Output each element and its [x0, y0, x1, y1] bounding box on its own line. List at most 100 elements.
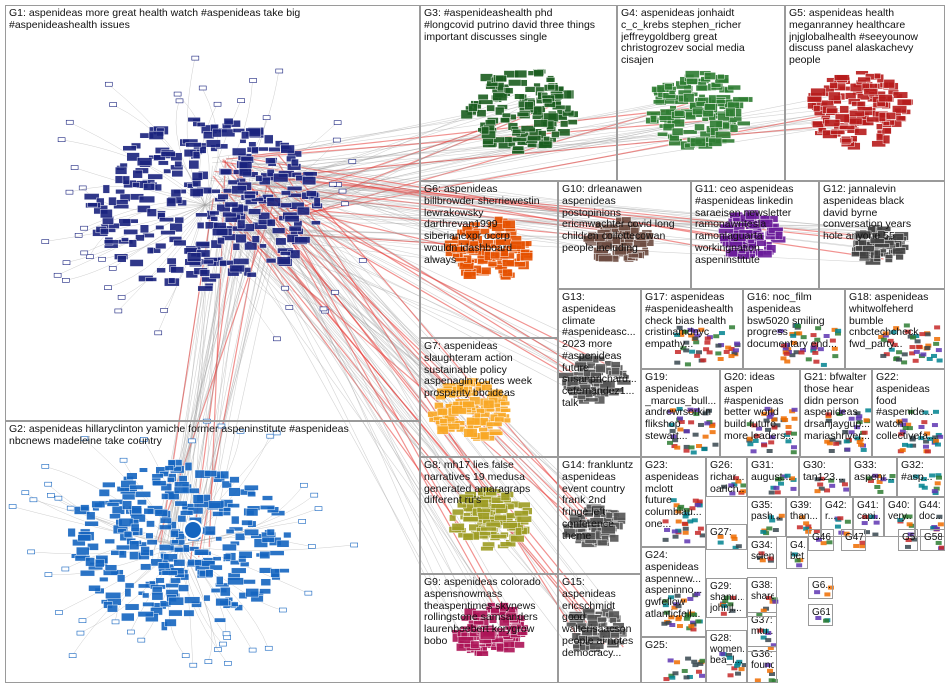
node-marker	[115, 199, 129, 205]
node-marker	[265, 257, 277, 264]
node-marker	[104, 285, 112, 290]
node-marker	[103, 239, 119, 245]
node-marker	[196, 122, 206, 127]
node-marker	[266, 528, 275, 536]
node-marker	[216, 576, 224, 586]
node-marker	[215, 598, 229, 607]
node-marker	[121, 500, 133, 510]
edge-line	[281, 202, 467, 423]
node-marker	[86, 511, 96, 521]
node-marker	[84, 520, 99, 527]
edge-curve	[204, 204, 335, 293]
group-label: G24: aspenideas aspennew... aspeninno...…	[645, 550, 703, 620]
node-marker	[121, 612, 135, 622]
group-label: G19: aspenideas _marcus_bull... andrewrs…	[645, 372, 717, 442]
edge-line	[180, 233, 226, 547]
node-marker	[246, 272, 257, 278]
group-label: G34: scien...	[751, 540, 774, 563]
group-panel-g20: G20: ideas aspen #aspenideas better worl…	[720, 369, 800, 457]
node-marker	[155, 577, 165, 584]
node-marker	[490, 251, 501, 260]
node-marker	[151, 473, 164, 479]
edge-curve	[107, 204, 206, 288]
node-marker	[235, 233, 247, 244]
group-label: G20: ideas aspen #aspenideas better worl…	[724, 372, 795, 442]
node-marker	[120, 480, 137, 488]
node-marker	[486, 233, 497, 239]
edge-line	[276, 89, 862, 206]
node-marker	[145, 532, 154, 539]
node-marker	[683, 93, 695, 103]
node-marker	[221, 480, 232, 489]
edge-line	[265, 108, 851, 214]
node-marker	[244, 528, 259, 536]
node-marker	[138, 195, 156, 204]
edge-line	[278, 182, 731, 218]
node-marker	[305, 190, 317, 197]
group-label: G47:	[845, 532, 863, 543]
node-marker	[229, 264, 245, 273]
edge-line	[259, 217, 650, 226]
node-marker	[21, 490, 30, 496]
node-marker	[219, 259, 228, 267]
node-marker	[229, 560, 240, 566]
node-marker	[694, 123, 705, 131]
node-marker	[310, 220, 321, 226]
node-marker	[239, 139, 247, 144]
node-marker	[159, 524, 172, 530]
node-marker	[220, 470, 230, 480]
node-marker	[662, 123, 675, 131]
node-marker	[255, 175, 263, 182]
node-marker	[502, 268, 513, 278]
node-marker	[245, 588, 260, 598]
node-marker	[163, 553, 178, 563]
node-marker	[55, 610, 63, 615]
node-marker	[244, 193, 256, 199]
edge-line	[261, 232, 608, 515]
group-label: G32: #asp...	[901, 460, 933, 483]
node-marker	[127, 629, 135, 635]
node-marker	[122, 175, 130, 185]
node-marker	[167, 476, 175, 483]
node-marker	[47, 492, 55, 498]
node-marker	[241, 131, 250, 140]
node-marker	[77, 534, 92, 542]
node-marker	[106, 502, 120, 507]
node-marker	[281, 285, 289, 291]
node-marker	[215, 536, 223, 542]
edge-line	[272, 171, 597, 516]
node-marker	[465, 229, 480, 240]
node-marker	[500, 247, 509, 257]
node-marker	[78, 618, 87, 623]
node-marker	[222, 211, 237, 218]
group-panel-g13: G13: aspenideas climate #aspenideasc... …	[558, 289, 641, 457]
group-label: G22: aspenideas food #aspenide... watch …	[876, 372, 937, 442]
node-marker	[74, 233, 83, 238]
node-marker	[270, 568, 280, 578]
node-marker	[181, 653, 190, 658]
node-marker	[41, 239, 50, 244]
group-panel-g34: G34: scien...	[747, 537, 777, 569]
group-label: G58:	[924, 532, 942, 543]
node-marker	[538, 140, 553, 149]
node-marker	[263, 134, 274, 144]
node-marker	[332, 137, 341, 143]
node-marker	[107, 604, 118, 613]
node-marker	[65, 119, 74, 125]
group-panel-g21: G21: bfwalter those hear didn person asp…	[800, 369, 872, 457]
node-marker	[143, 508, 155, 515]
node-marker	[130, 523, 140, 533]
node-marker	[174, 160, 183, 168]
node-marker	[94, 558, 105, 568]
node-marker	[223, 117, 234, 126]
node-marker	[685, 70, 700, 79]
node-marker	[231, 515, 240, 525]
node-marker	[157, 562, 170, 570]
node-marker	[294, 236, 311, 244]
node-marker	[286, 185, 303, 191]
node-marker	[78, 185, 87, 191]
node-marker	[266, 197, 281, 207]
node-marker	[848, 117, 863, 125]
edge-curve	[50, 495, 181, 546]
node-marker	[115, 189, 126, 195]
